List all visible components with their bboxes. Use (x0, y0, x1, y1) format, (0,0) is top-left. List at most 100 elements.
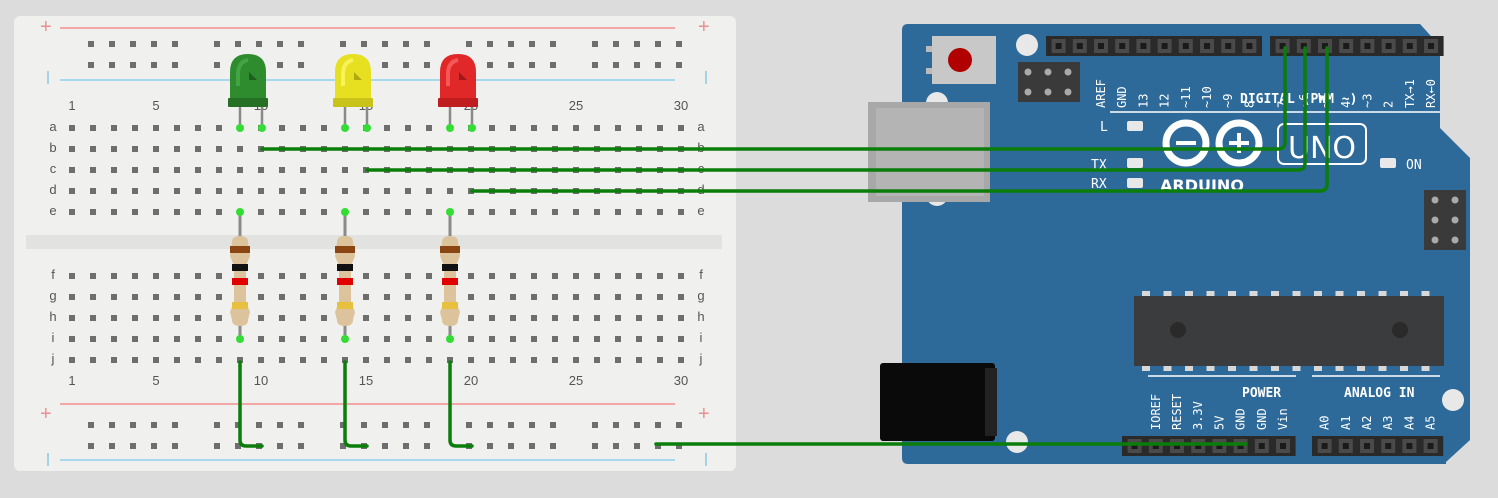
rail-hole[interactable] (529, 422, 535, 428)
breadboard-hole[interactable] (132, 188, 138, 194)
wire-resistor3-to-ground-rail[interactable] (448, 360, 474, 448)
breadboard-hole[interactable] (594, 125, 600, 131)
breadboard-hole[interactable] (153, 125, 159, 131)
breadboard-hole[interactable] (69, 315, 75, 321)
breadboard-hole[interactable] (132, 125, 138, 131)
breadboard-hole[interactable] (342, 357, 348, 363)
rail-hole[interactable] (151, 62, 157, 68)
breadboard-hole[interactable] (426, 357, 432, 363)
breadboard-hole[interactable] (678, 209, 684, 215)
breadboard-hole[interactable] (111, 167, 117, 173)
breadboard-hole[interactable] (468, 315, 474, 321)
rail-hole[interactable] (235, 443, 241, 449)
breadboard-hole[interactable] (195, 167, 201, 173)
breadboard-hole[interactable] (342, 167, 348, 173)
breadboard-hole[interactable] (174, 336, 180, 342)
breadboard-hole[interactable] (468, 336, 474, 342)
breadboard-hole[interactable] (594, 336, 600, 342)
breadboard-hole[interactable] (426, 336, 432, 342)
rail-hole[interactable] (88, 41, 94, 47)
breadboard-hole[interactable] (426, 188, 432, 194)
rail-hole[interactable] (277, 62, 283, 68)
breadboard-hole[interactable] (132, 209, 138, 215)
breadboard-hole[interactable] (405, 125, 411, 131)
breadboard-hole[interactable] (153, 315, 159, 321)
rail-hole[interactable] (529, 62, 535, 68)
breadboard-hole[interactable] (531, 357, 537, 363)
rail-hole[interactable] (529, 41, 535, 47)
rail-hole[interactable] (592, 422, 598, 428)
rail-hole[interactable] (214, 443, 220, 449)
rail-hole[interactable] (109, 41, 115, 47)
rail-hole[interactable] (529, 443, 535, 449)
breadboard-hole[interactable] (531, 294, 537, 300)
breadboard-hole[interactable] (636, 315, 642, 321)
rail-hole[interactable] (88, 62, 94, 68)
breadboard-hole[interactable] (447, 357, 453, 363)
breadboard-hole[interactable] (174, 357, 180, 363)
rail-hole[interactable] (109, 443, 115, 449)
breadboard-hole[interactable] (615, 294, 621, 300)
breadboard-hole[interactable] (216, 336, 222, 342)
led-red[interactable] (438, 54, 478, 107)
rail-hole[interactable] (130, 41, 136, 47)
breadboard-hole[interactable] (279, 209, 285, 215)
breadboard-hole[interactable] (426, 209, 432, 215)
breadboard-hole[interactable] (468, 357, 474, 363)
rail-hole[interactable] (382, 41, 388, 47)
rail-hole[interactable] (508, 41, 514, 47)
breadboard-hole[interactable] (153, 188, 159, 194)
breadboard-hole[interactable] (594, 357, 600, 363)
breadboard-hole[interactable] (447, 188, 453, 194)
breadboard-hole[interactable] (111, 125, 117, 131)
breadboard-hole[interactable] (174, 125, 180, 131)
breadboard-hole[interactable] (321, 125, 327, 131)
breadboard-hole[interactable] (279, 125, 285, 131)
rail-hole[interactable] (151, 41, 157, 47)
rail-hole[interactable] (424, 443, 430, 449)
rail-hole[interactable] (655, 443, 661, 449)
breadboard-hole[interactable] (195, 336, 201, 342)
breadboard-hole[interactable] (195, 315, 201, 321)
breadboard-hole[interactable] (363, 336, 369, 342)
breadboard-hole[interactable] (321, 188, 327, 194)
breadboard-hole[interactable] (636, 273, 642, 279)
breadboard-hole[interactable] (300, 336, 306, 342)
rail-hole[interactable] (172, 422, 178, 428)
breadboard-hole[interactable] (258, 188, 264, 194)
rail-hole[interactable] (550, 41, 556, 47)
breadboard-hole[interactable] (111, 315, 117, 321)
rail-hole[interactable] (655, 62, 661, 68)
rail-hole[interactable] (466, 41, 472, 47)
breadboard-hole[interactable] (510, 125, 516, 131)
led-yellow[interactable] (333, 54, 373, 107)
breadboard-hole[interactable] (216, 315, 222, 321)
breadboard-hole[interactable] (300, 125, 306, 131)
breadboard-hole[interactable] (174, 188, 180, 194)
breadboard-hole[interactable] (279, 315, 285, 321)
rail-hole[interactable] (214, 41, 220, 47)
rail-hole[interactable] (487, 422, 493, 428)
rail-hole[interactable] (634, 422, 640, 428)
rail-hole[interactable] (676, 41, 682, 47)
rail-hole[interactable] (382, 422, 388, 428)
breadboard-hole[interactable] (510, 336, 516, 342)
rail-hole[interactable] (676, 443, 682, 449)
breadboard-hole[interactable] (489, 273, 495, 279)
breadboard-hole[interactable] (363, 315, 369, 321)
breadboard-hole[interactable] (153, 209, 159, 215)
rail-hole[interactable] (634, 41, 640, 47)
breadboard-hole[interactable] (363, 357, 369, 363)
breadboard-hole[interactable] (216, 209, 222, 215)
breadboard-hole[interactable] (216, 188, 222, 194)
breadboard-hole[interactable] (174, 315, 180, 321)
breadboard-hole[interactable] (90, 209, 96, 215)
rail-hole[interactable] (298, 41, 304, 47)
breadboard-hole[interactable] (510, 357, 516, 363)
rail-hole[interactable] (508, 422, 514, 428)
rail-hole[interactable] (172, 41, 178, 47)
rail-hole[interactable] (655, 422, 661, 428)
breadboard-hole[interactable] (90, 315, 96, 321)
breadboard-hole[interactable] (363, 294, 369, 300)
breadboard-hole[interactable] (405, 273, 411, 279)
